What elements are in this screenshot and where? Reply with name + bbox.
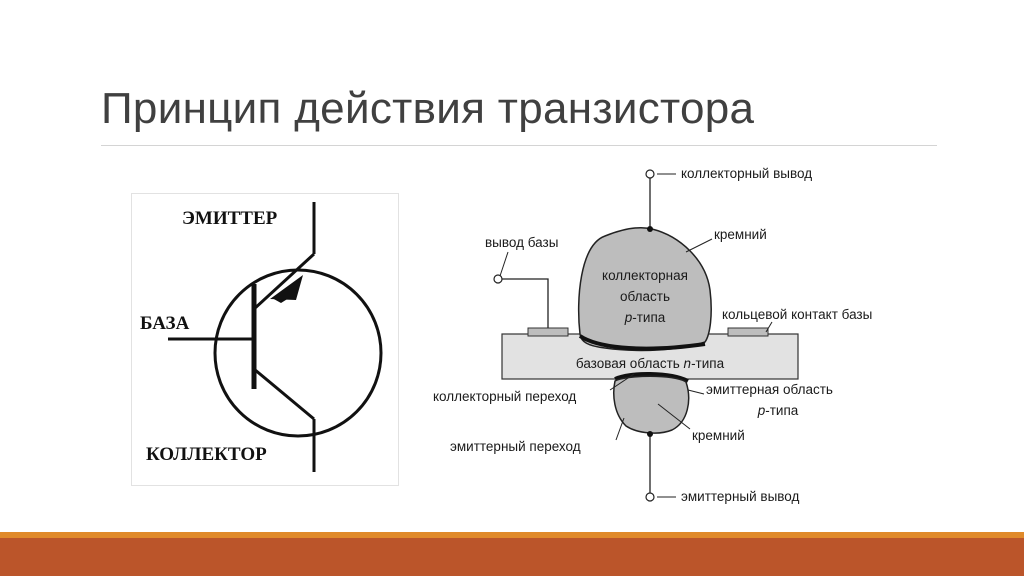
emitter-arrowhead-icon (270, 275, 303, 300)
slide-title: Принцип действия транзистора (101, 84, 755, 133)
emitter-wire-dot (647, 431, 653, 437)
transistor-circle (213, 268, 383, 438)
transistor-symbol-diagram: ЭМИТТЕР БАЗА КОЛЛЕКТОР (140, 202, 383, 472)
collector-junction-leader (609, 373, 635, 391)
transistor-structure-panel: коллекторный вывод вывод базы кремний ко… (420, 150, 920, 520)
transistor-symbol-panel: ЭМИТТЕР БАЗА КОЛЛЕКТОР (131, 193, 399, 486)
footer-accent-stripe (0, 532, 1024, 540)
collector-diagonal (253, 367, 315, 421)
base-region-label: базовая область n-типа (576, 356, 725, 371)
base-terminal-icon (493, 274, 503, 284)
silicon-bottom-leader (657, 403, 691, 430)
title-divider (101, 145, 937, 146)
base-terminal-label: вывод базы (485, 235, 558, 250)
emitter-junction-leader (615, 417, 625, 441)
collector-region-label-1: коллекторная (602, 268, 688, 283)
emitter-diagonal (252, 252, 316, 311)
collector-junction-label: коллекторный переход (433, 389, 576, 404)
emitter-region-label-2: p-типа (757, 403, 799, 418)
emitter-junction-edge (614, 371, 689, 383)
ring-contact-leader (765, 321, 773, 333)
emitter-terminal-label: эмиттерный вывод (681, 489, 799, 504)
collector-junction-edge (578, 334, 706, 351)
silicon-top-label: кремний (714, 227, 767, 242)
silicon-bottom-label: кремний (692, 428, 745, 443)
base-contact-right (727, 327, 769, 337)
base-label: БАЗА (140, 313, 190, 334)
emitter-region-label-1: эмиттерная область (706, 382, 833, 397)
base-contact-left (527, 327, 569, 337)
emitter-label: ЭМИТТЕР (182, 208, 278, 229)
collector-terminal-label: коллекторный вывод (681, 166, 812, 181)
base-wire (502, 278, 549, 328)
collector-region-label-3: p-типа (624, 310, 666, 325)
emitter-region (613, 375, 690, 434)
emitter-terminal-icon (645, 492, 655, 502)
silicon-top-leader (685, 238, 713, 253)
emitter-region-leader (687, 389, 705, 395)
collector-wire-dot (647, 226, 653, 232)
collector-terminal-icon (645, 169, 655, 179)
collector-label: КОЛЛЕКТОР (146, 444, 267, 465)
footer-bar (0, 538, 1024, 576)
collector-region-label-2: область (620, 289, 670, 304)
ring-contact-label: кольцевой контакт базы (722, 307, 872, 322)
base-terminal-leader (499, 251, 509, 277)
transistor-structure-diagram: коллекторный вывод вывод базы кремний ко… (433, 166, 872, 504)
emitter-junction-label: эмиттерный переход (450, 439, 581, 454)
collector-region (577, 226, 712, 352)
